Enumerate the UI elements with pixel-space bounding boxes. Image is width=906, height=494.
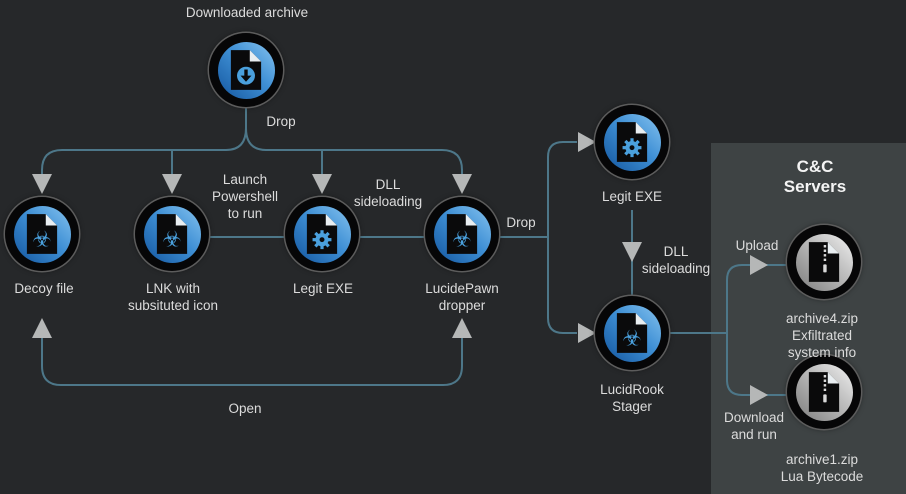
label-downloaded-archive: Downloaded archive [185,5,309,20]
arrow-up-open-left-icon [32,318,52,338]
node-lucidepawn-dropper: ☣ [425,197,499,271]
node-lnk-substituted: ☣ [135,197,209,271]
node-legit-exe-dropped [285,197,359,271]
arrow-right-download-icon [750,385,768,405]
cc-servers-title: C&C Servers [783,157,847,196]
node-legit-exe-sideload [595,105,669,179]
download-file-icon [230,50,262,90]
arrow-down-dropper-icon [452,174,472,194]
biohazard-file-icon: ☣ [616,313,648,353]
label-drop-top: Drop [266,114,296,129]
label-archive4-zip: archive4.zip Exfiltrated system info [785,311,859,360]
label-upload: Upload [735,238,779,253]
wire-open-loop [41,334,463,386]
node-archive1-zip [787,355,861,429]
label-open: Open [228,401,262,416]
arrow-right-legit-exe-icon [578,132,596,152]
svg-text:☣: ☣ [32,227,51,252]
label-dll-sideloading-right: DLL sideloading [641,244,711,276]
arrowheads [32,132,768,405]
gear-file-icon [616,122,648,162]
label-lucidrook-stager: LucidRook Stager [600,382,664,414]
node-downloaded-archive [209,33,283,107]
node-decoy-file: ☣ [5,197,79,271]
zip-file-icon [808,242,840,282]
biohazard-file-icon: ☣ [446,214,478,254]
wire-drop-right [245,127,463,178]
label-download-and-run: Download and run [723,410,785,442]
svg-text:☣: ☣ [162,227,181,252]
label-decoy-file: Decoy file [14,281,74,296]
arrow-right-stager-icon [578,323,596,343]
label-archive1-zip: archive1.zip Lua Bytecode [780,452,864,484]
label-legit-exe-sideload: Legit EXE [601,189,663,204]
arrow-down-lnk-icon [162,174,182,194]
label-dll-sideloading-mid: DLL sideloading [353,177,423,209]
svg-text:☣: ☣ [622,326,641,351]
label-launch-powershell: Launch Powershell to run [211,172,279,221]
wire-dropper-split [547,141,577,334]
label-drop-right: Drop [506,215,536,230]
arrow-down-decoy-icon [32,174,52,194]
node-lucidrook-stager: ☣ [595,296,669,370]
arrow-down-sideload-icon [622,242,642,262]
label-lnk-substituted: LNK with subsituted icon [127,281,219,313]
gear-file-icon [306,214,338,254]
svg-text:☣: ☣ [452,227,471,252]
arrow-up-open-right-icon [452,318,472,338]
arrow-down-exe-icon [312,174,332,194]
biohazard-file-icon: ☣ [26,214,58,254]
cc-servers-panel [711,143,906,494]
wire-drop-left [41,127,247,178]
wire-cc-split [726,264,789,396]
node-archive4-zip [787,225,861,299]
label-legit-exe-dropped: Legit EXE [292,281,354,296]
arrow-right-upload-icon [750,255,768,275]
biohazard-file-icon: ☣ [156,214,188,254]
zip-file-icon [808,372,840,412]
label-lucidepawn-dropper: LucidePawn dropper [425,281,499,313]
